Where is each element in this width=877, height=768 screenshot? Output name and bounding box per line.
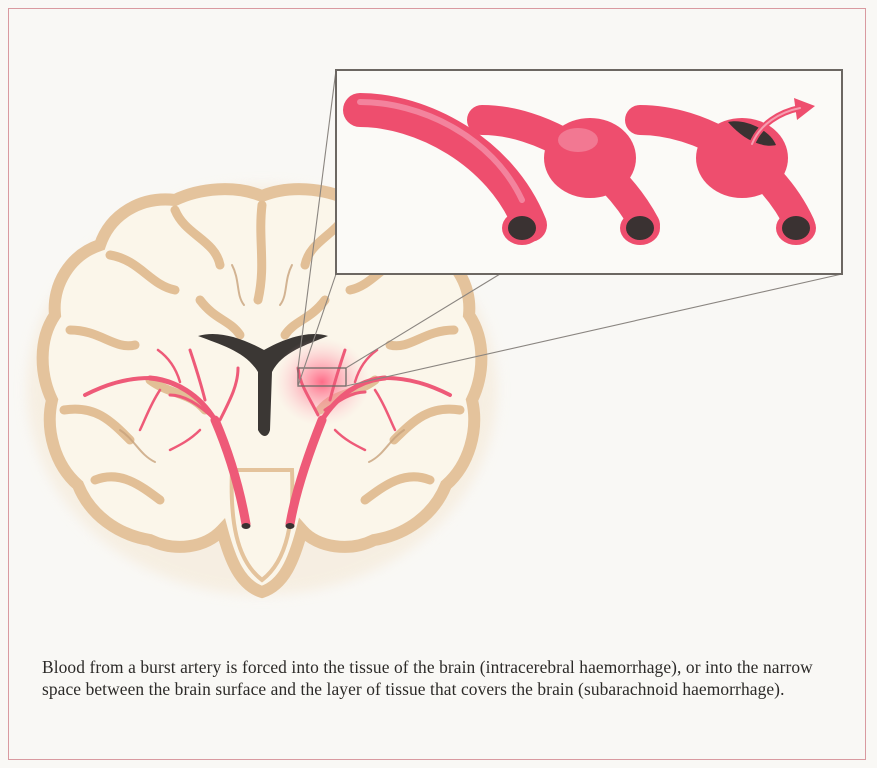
figure-caption: Blood from a burst artery is forced into…: [42, 656, 832, 700]
artery-lumen: [508, 216, 536, 240]
artery-stages-panel: [336, 70, 842, 274]
burst-lumen: [782, 216, 810, 240]
aneurysm-lumen: [626, 216, 654, 240]
